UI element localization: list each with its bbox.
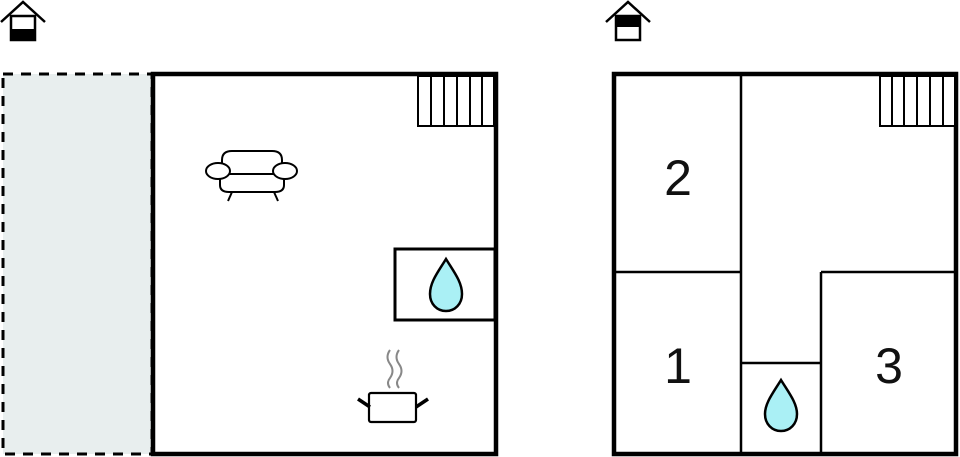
water-drop-icon (763, 377, 799, 433)
room-label-1: 1 (664, 338, 692, 394)
sink-icon (393, 247, 497, 322)
sofa-icon (205, 150, 298, 202)
interior-walls (614, 74, 956, 454)
house-upper-floor-icon (605, 0, 651, 42)
floorplan-upper: 2 1 3 (605, 0, 959, 457)
room-label-2: 2 (664, 150, 692, 206)
stairs-icon (879, 75, 956, 127)
floorplan-ground (0, 0, 499, 457)
terrace-area (1, 72, 154, 456)
cooking-pot-icon (357, 349, 429, 424)
room-label-3: 3 (875, 338, 903, 394)
stairs-icon (417, 75, 495, 127)
house-ground-floor-icon (0, 0, 46, 42)
